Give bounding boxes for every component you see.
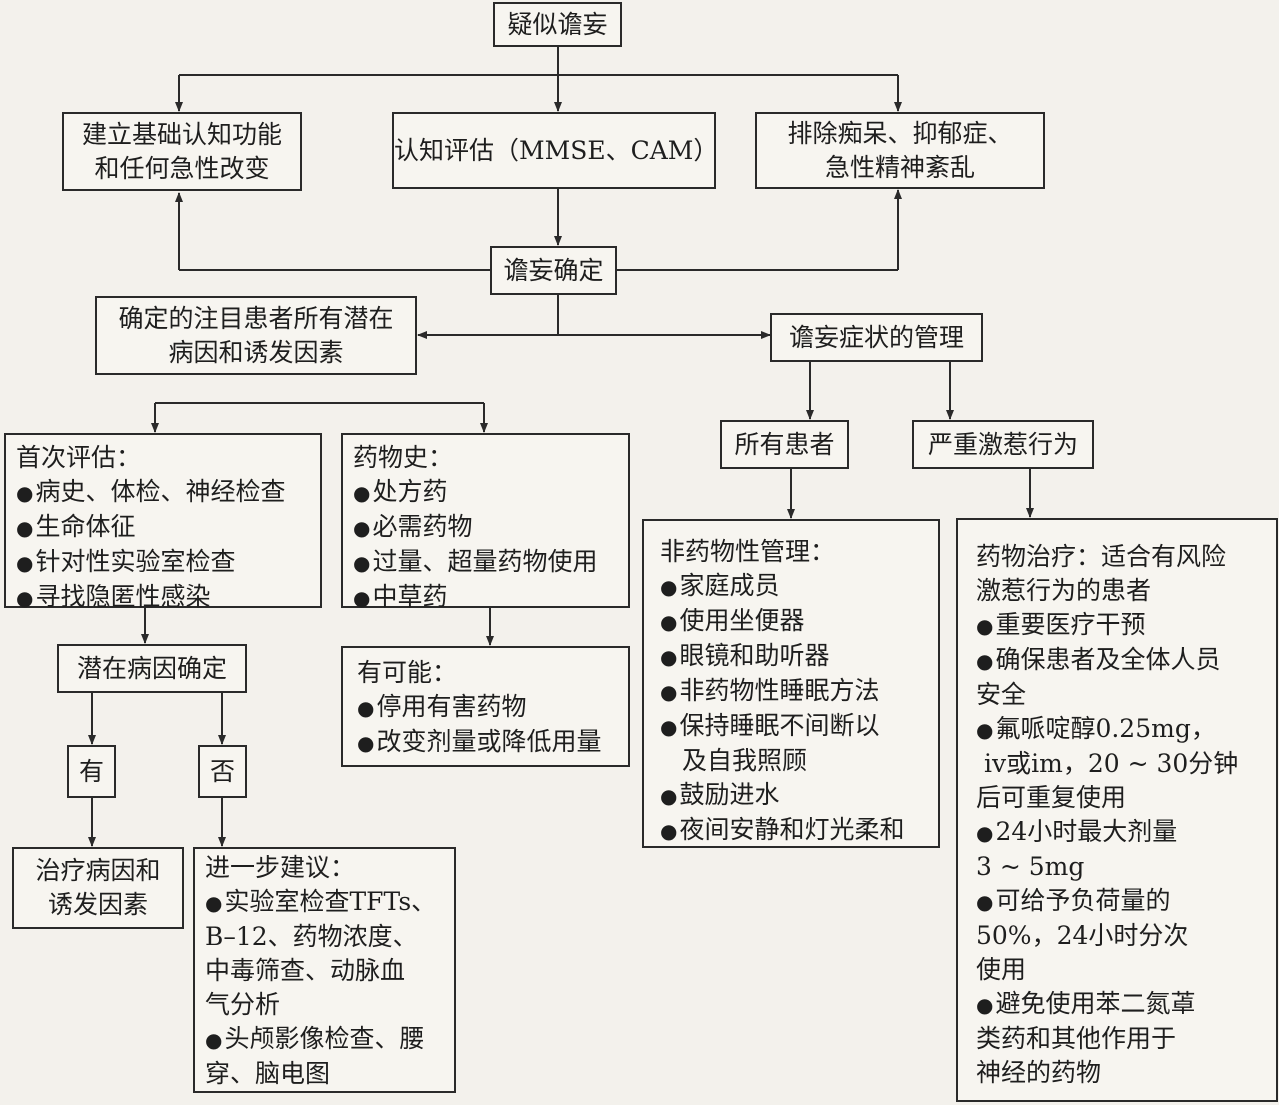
drug-therapy-line: 3 ~ 5mg bbox=[976, 852, 1085, 881]
possible-title: 有可能： bbox=[357, 658, 458, 687]
node-identify-causes-line-2: 病因和诱发因素 bbox=[168, 337, 344, 367]
node-all-patients-text: 所有患者 bbox=[734, 429, 835, 459]
drug-therapy-line: 24小时最大剂量 bbox=[976, 815, 1266, 850]
further-title: 进一步建议： bbox=[205, 853, 356, 882]
possible-item: 改变剂量或降低用量 bbox=[357, 725, 618, 760]
node-identify-causes: 确定的注目患者所有潜在 病因和诱发因素 bbox=[95, 296, 417, 375]
node-severe-agitation-text: 严重激惹行为 bbox=[927, 429, 1078, 459]
drug-history-item: 必需药物 bbox=[353, 510, 618, 545]
node-exclude-conditions: 排除痴呆、抑郁症、 急性精神紊乱 bbox=[755, 112, 1045, 189]
node-treat-line-2: 诱发因素 bbox=[47, 890, 148, 919]
drug-therapy-line: 激惹行为的患者 bbox=[976, 576, 1152, 605]
drug-therapy-line: 使用 bbox=[976, 955, 1027, 984]
initial-evaluation-item: 寻找隐匿性感染 bbox=[16, 580, 310, 615]
drug-history-item: 中草药 bbox=[353, 580, 618, 615]
node-baseline-line-1: 建立基础认知功能 bbox=[81, 119, 282, 149]
drug-therapy-line: 可给予负荷量的 bbox=[976, 884, 1266, 919]
node-delirium-confirmed: 谵妄确定 bbox=[490, 246, 617, 295]
node-cognitive-assessment-text: 认知评估（MMSE、CAM） bbox=[394, 135, 719, 165]
node-symptom-management: 谵妄症状的管理 bbox=[770, 313, 983, 362]
drug-therapy-line: 类药和其他作用于 bbox=[976, 1024, 1177, 1053]
nonpharm-title: 非药物性管理： bbox=[660, 537, 836, 566]
drug-therapy-line: 神经的药物 bbox=[976, 1058, 1102, 1087]
node-symptom-management-text: 谵妄症状的管理 bbox=[788, 322, 964, 352]
drug-therapy-line: 确保患者及全体人员 bbox=[976, 643, 1266, 678]
node-identify-causes-line-1: 确定的注目患者所有潜在 bbox=[118, 303, 394, 333]
node-exclude-line-2: 急性精神紊乱 bbox=[824, 152, 975, 182]
further-line: B–12、药物浓度、 bbox=[205, 922, 418, 951]
node-cause-confirmed: 潜在病因确定 bbox=[57, 644, 247, 693]
drug-history-item: 过量、超量药物使用 bbox=[353, 545, 618, 580]
node-severe-agitation: 严重激惹行为 bbox=[912, 420, 1094, 469]
box-drug-history: 药物史： 处方药 必需药物 过量、超量药物使用 中草药 bbox=[341, 433, 630, 611]
further-line: 气分析 bbox=[205, 990, 281, 1019]
node-cognitive-assessment: 认知评估（MMSE、CAM） bbox=[392, 112, 719, 189]
initial-evaluation-item: 病史、体检、神经检查 bbox=[16, 475, 310, 510]
box-initial-evaluation: 首次评估： 病史、体检、神经检查 生命体征 针对性实验室检查 寻找隐匿性感染 bbox=[4, 433, 322, 611]
nonpharm-line: 及自我照顾 bbox=[682, 746, 808, 775]
drug-therapy-line: 氟哌啶醇0.25mg， bbox=[976, 712, 1266, 747]
drug-therapy-line: 避免使用苯二氮䓬 bbox=[976, 987, 1266, 1022]
initial-evaluation-title: 首次评估： bbox=[16, 443, 142, 472]
nonpharm-line: 保持睡眠不间断以 bbox=[660, 709, 928, 744]
drug-therapy-line: iv或im，20 ~ 30分钟 bbox=[984, 749, 1239, 778]
node-baseline-line-2: 和任何急性改变 bbox=[94, 153, 270, 183]
node-yes-text: 有 bbox=[78, 756, 104, 786]
further-line: 头颅影像检查、腰 bbox=[205, 1022, 444, 1057]
nonpharm-line: 鼓励进水 bbox=[660, 778, 928, 813]
node-delirium-confirmed-text: 谵妄确定 bbox=[503, 255, 604, 285]
drug-therapy-line: 重要医疗干预 bbox=[976, 608, 1266, 643]
drug-history-item: 处方药 bbox=[353, 475, 618, 510]
node-treat-causes: 治疗病因和 诱发因素 bbox=[12, 847, 184, 929]
initial-evaluation-item: 生命体征 bbox=[16, 510, 310, 545]
node-suspected-delirium: 疑似谵妄 bbox=[493, 2, 622, 47]
node-all-patients: 所有患者 bbox=[720, 420, 849, 469]
further-line: 中毒筛查、动脉血 bbox=[205, 956, 406, 985]
box-possible-actions: 有可能： 停用有害药物 改变剂量或降低用量 bbox=[341, 646, 630, 767]
node-treat-line-1: 治疗病因和 bbox=[35, 856, 161, 885]
drug-therapy-line: 安全 bbox=[976, 680, 1027, 709]
node-exclude-line-1: 排除痴呆、抑郁症、 bbox=[787, 118, 1013, 148]
nonpharm-line: 夜间安静和灯光柔和 bbox=[660, 813, 928, 848]
node-no-text: 否 bbox=[209, 756, 235, 786]
box-further-recommendations: 进一步建议： 实验室检查TFTs、 B–12、药物浓度、 中毒筛查、动脉血 气分… bbox=[193, 847, 456, 1093]
box-nonpharmacological-management: 非药物性管理： 家庭成员 使用坐便器 眼镜和助听器 非药物性睡眠方法 保持睡眠不… bbox=[642, 519, 940, 848]
drug-therapy-line: 药物治疗：适合有风险 bbox=[976, 542, 1227, 571]
nonpharm-line: 使用坐便器 bbox=[660, 604, 928, 639]
drug-therapy-line: 50%，24小时分次 bbox=[976, 921, 1189, 950]
nonpharm-line: 非药物性睡眠方法 bbox=[660, 674, 928, 709]
node-baseline-cognition: 建立基础认知功能 和任何急性改变 bbox=[62, 112, 302, 191]
node-yes: 有 bbox=[67, 745, 116, 798]
box-drug-therapy: 药物治疗：适合有风险 激惹行为的患者 重要医疗干预 确保患者及全体人员 安全 氟… bbox=[956, 518, 1278, 1102]
node-no: 否 bbox=[198, 745, 247, 798]
further-line: 穿、脑电图 bbox=[205, 1059, 331, 1088]
node-cause-confirmed-text: 潜在病因确定 bbox=[76, 653, 227, 683]
initial-evaluation-item: 针对性实验室检查 bbox=[16, 545, 310, 580]
drug-history-title: 药物史： bbox=[353, 443, 454, 472]
nonpharm-line: 眼镜和助听器 bbox=[660, 639, 928, 674]
drug-therapy-line: 后可重复使用 bbox=[976, 783, 1127, 812]
nonpharm-line: 家庭成员 bbox=[660, 569, 928, 604]
possible-item: 停用有害药物 bbox=[357, 690, 618, 725]
node-suspected-delirium-text: 疑似谵妄 bbox=[507, 9, 608, 39]
further-line: 实验室检查TFTs、 bbox=[205, 885, 444, 920]
